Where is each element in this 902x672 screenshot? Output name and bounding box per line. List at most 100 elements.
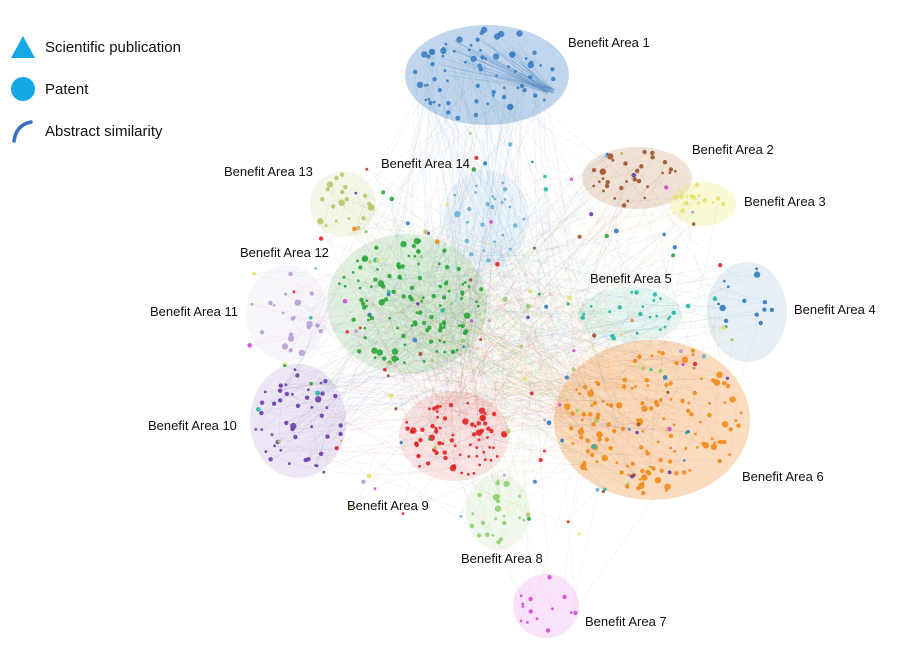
- similarity-edge: [293, 291, 499, 502]
- similarity-edge: [492, 48, 547, 91]
- graph-node: [580, 463, 587, 470]
- graph-node: [604, 233, 609, 239]
- graph-node: [426, 83, 429, 87]
- graph-node: [391, 348, 399, 355]
- similarity-edge: [369, 57, 483, 315]
- similarity-edge: [564, 151, 645, 271]
- graph-node: [303, 457, 308, 463]
- graph-node: [472, 472, 476, 475]
- graph-node: [315, 390, 321, 396]
- similarity-edge: [317, 278, 415, 400]
- graph-node: [475, 300, 478, 304]
- graph-node: [579, 435, 584, 440]
- graph-node: [689, 194, 694, 199]
- similarity-edge: [423, 391, 685, 473]
- similarity-edge: [447, 80, 661, 461]
- similarity-edge: [432, 189, 547, 427]
- similarity-edge: [444, 224, 483, 400]
- graph-node: [338, 199, 345, 206]
- similarity-edge: [610, 203, 724, 449]
- graph-node: [431, 293, 436, 299]
- similarity-edge: [357, 260, 691, 471]
- similarity-edge: [253, 273, 731, 430]
- similarity-edge: [282, 308, 440, 341]
- similarity-edge: [486, 271, 593, 448]
- similarity-edge: [584, 247, 676, 464]
- similarity-edge: [530, 431, 582, 612]
- similarity-edge: [428, 319, 604, 492]
- similarity-edge: [320, 177, 337, 239]
- similarity-edge: [407, 428, 477, 459]
- similarity-edge: [555, 358, 600, 490]
- similarity-edge: [436, 351, 580, 535]
- graph-node: [460, 290, 465, 295]
- graph-node: [730, 338, 734, 342]
- similarity-edge: [508, 297, 570, 316]
- similarity-edge: [483, 203, 501, 263]
- graph-node: [434, 428, 438, 431]
- graph-node: [442, 326, 446, 329]
- graph-node: [451, 464, 457, 469]
- similarity-edge: [289, 320, 478, 464]
- similarity-edge: [580, 431, 611, 452]
- similarity-edge: [441, 364, 530, 520]
- similarity-edge: [353, 319, 722, 443]
- similarity-edge: [499, 49, 553, 95]
- similarity-edge: [258, 106, 512, 410]
- similarity-edge: [261, 408, 670, 430]
- graph-node: [674, 194, 679, 200]
- graph-node: [662, 375, 668, 380]
- graph-node: [635, 331, 639, 335]
- similarity-edge: [291, 319, 539, 335]
- similarity-edge: [439, 368, 644, 444]
- similarity-edge: [355, 192, 406, 274]
- graph-node: [456, 266, 461, 272]
- graph-node: [468, 131, 472, 135]
- similarity-edge: [487, 400, 560, 535]
- graph-node: [352, 226, 357, 232]
- similarity-edge: [406, 303, 719, 357]
- similarity-edge: [445, 44, 575, 370]
- similarity-edge: [437, 297, 451, 341]
- similarity-edge: [461, 286, 729, 402]
- graph-node: [373, 487, 377, 490]
- similarity-edge: [519, 275, 542, 497]
- similarity-edge: [450, 172, 663, 339]
- similarity-edge: [332, 206, 483, 381]
- graph-node: [518, 516, 522, 520]
- similarity-edge: [286, 184, 698, 395]
- similarity-edge: [309, 264, 469, 325]
- benefit-area-11-label: Benefit Area 11: [150, 304, 238, 319]
- similarity-edge: [545, 272, 634, 464]
- similarity-edge: [436, 281, 488, 352]
- graph-node: [543, 418, 547, 422]
- similarity-edge: [437, 281, 555, 412]
- graph-node: [340, 439, 343, 443]
- graph-node: [389, 196, 395, 202]
- graph-node: [399, 277, 403, 280]
- similarity-edge: [494, 241, 574, 399]
- graph-node: [361, 305, 367, 310]
- graph-node: [692, 361, 698, 367]
- graph-node: [270, 433, 274, 436]
- graph-node: [613, 228, 619, 234]
- graph-node: [721, 325, 726, 331]
- similarity-edge: [430, 292, 463, 375]
- similarity-edge: [431, 360, 695, 394]
- similarity-edge: [512, 157, 653, 346]
- similarity-edges: [249, 29, 773, 623]
- graph-node: [671, 310, 676, 315]
- similarity-edge: [524, 309, 773, 379]
- similarity-edge: [440, 305, 523, 362]
- similarity-edge: [431, 258, 547, 438]
- similarity-edge: [501, 202, 662, 471]
- similarity-edge: [536, 342, 685, 461]
- graph-node: [650, 354, 654, 358]
- graph-node: [317, 218, 324, 225]
- graph-node: [723, 279, 726, 283]
- graph-node: [566, 520, 570, 524]
- similarity-edge: [455, 344, 648, 386]
- graph-node: [543, 187, 549, 192]
- graph-node: [645, 449, 648, 453]
- graph-node: [263, 390, 267, 394]
